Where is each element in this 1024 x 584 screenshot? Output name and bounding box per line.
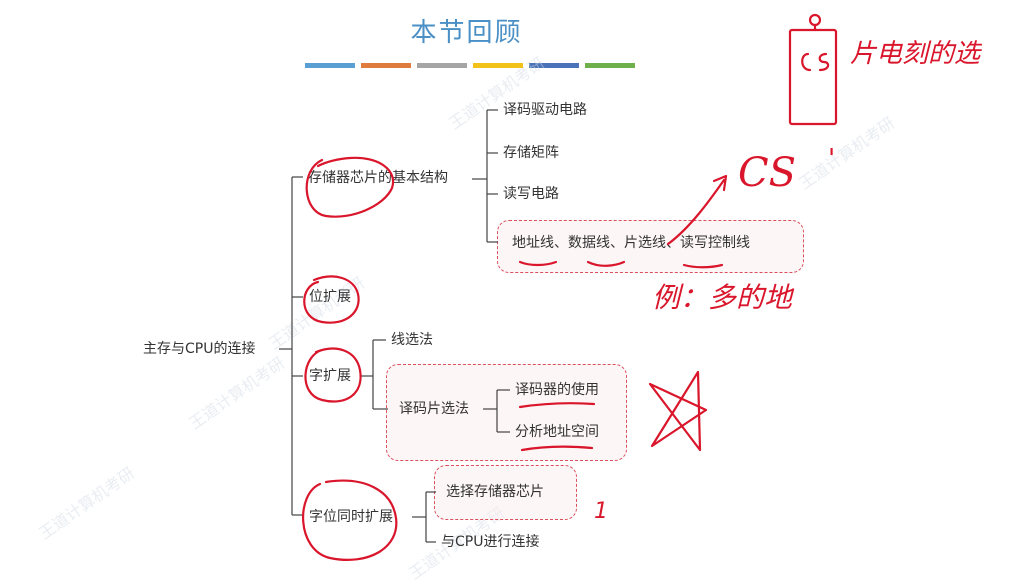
ink-circle-word [304, 347, 362, 403]
storage-matrix-node: 存储矩阵 [503, 145, 559, 161]
decode-select-box [386, 364, 627, 461]
select-chip-box [434, 465, 577, 520]
ink-circle-bit [303, 275, 360, 324]
ink-underline [518, 260, 558, 267]
title-bar-yellow [473, 63, 523, 68]
signal-lines-node: 地址线、数据线、片选线、读写控制线 [512, 235, 750, 251]
chip-structure-node: 存储器芯片的基本结构 [308, 170, 448, 186]
handwritten-annotations [301, 13, 838, 561]
ink-underline [586, 260, 626, 267]
title-bar-darkblue [529, 63, 579, 68]
ink-circle-chip [305, 156, 395, 218]
page-title: 本节回顾 [410, 18, 523, 48]
handwritten-cs-mark: ' [828, 144, 836, 174]
ink-underline [518, 402, 596, 409]
root-node: 主存与CPU的连接 [143, 341, 256, 357]
title-bar-blue [305, 63, 355, 68]
decode-select-node: 译码片选法 [399, 401, 469, 417]
title-bar-green [585, 63, 635, 68]
ink-underline [682, 263, 724, 269]
title-bar-gray [417, 63, 467, 68]
handwritten-example: 例：多的地 [652, 281, 793, 314]
handwritten-cs: CS [738, 150, 797, 196]
connector-lines [279, 109, 510, 543]
ink-star [648, 370, 708, 452]
connect-cpu-node: 与CPU进行连接 [441, 534, 540, 550]
ink-underline [520, 445, 594, 452]
handwritten-chip-note: 片电刻的选 [850, 39, 981, 69]
address-space-node: 分析地址空间 [515, 424, 599, 440]
decoder-usage-node: 译码器的使用 [515, 382, 599, 398]
decode-drive-circuit-node: 译码驱动电路 [503, 102, 587, 118]
line-select-node: 线选法 [391, 332, 433, 348]
ink-arrow [666, 178, 726, 246]
title-bar-orange [361, 63, 411, 68]
rw-circuit-node: 读写电路 [503, 186, 559, 202]
bitword-expand-node: 字位同时扩展 [309, 509, 393, 525]
bit-expand-node: 位扩展 [309, 289, 351, 305]
select-chip-node: 选择存储器芯片 [446, 484, 544, 500]
ink-circle-bitword [301, 479, 398, 561]
handwritten-one: 1 [594, 499, 608, 524]
word-expand-node: 字扩展 [309, 368, 351, 384]
